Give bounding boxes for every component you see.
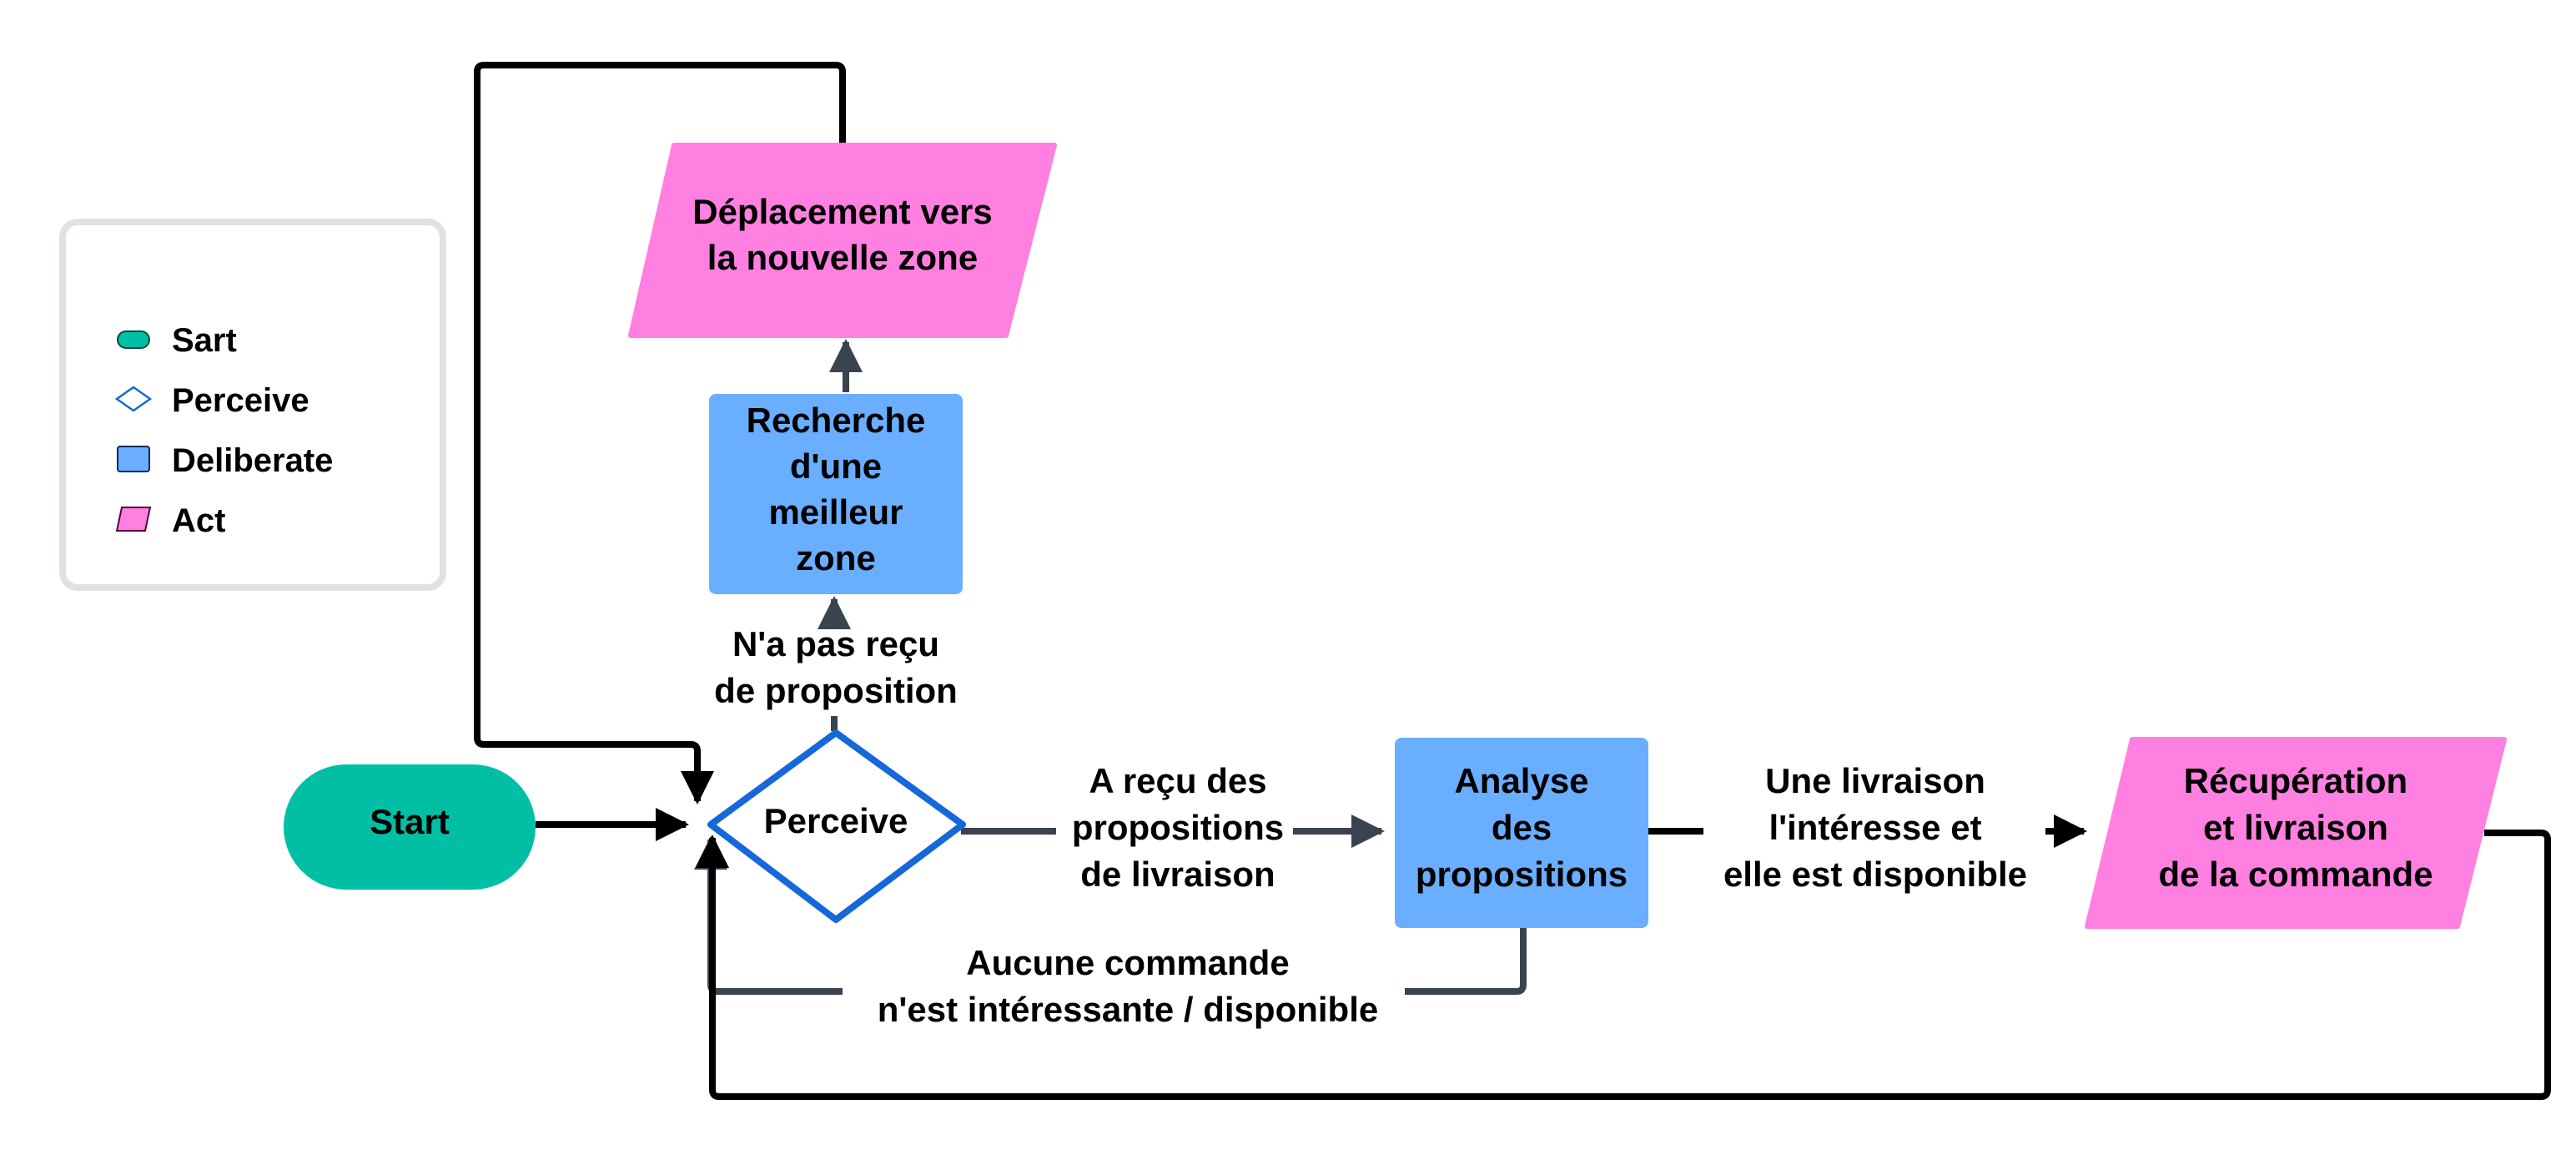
legend-item-start: Sart <box>117 322 237 359</box>
recuperation-io <box>2085 737 2507 929</box>
node-recherche-line-2: d'une <box>790 446 882 486</box>
deplacement-io <box>628 143 1057 338</box>
edge-deplacement-to-perceive <box>474 62 846 804</box>
node-recherche-line-1: Recherche <box>747 401 926 440</box>
edge-label-interesting-line-1: Une livraison <box>1765 761 1985 800</box>
edge-label-none-available: Aucune commande n'est intéressante / dis… <box>878 943 1378 1029</box>
legend-box <box>59 219 446 591</box>
perceive-diamond <box>707 729 966 923</box>
legend-item-deliberate: Deliberate <box>117 442 333 479</box>
node-analyse[interactable]: Analyse des propositions <box>1395 738 1648 928</box>
edge-label-got-proposals-line-1: A reçu des <box>1089 761 1266 800</box>
node-analyse-line-3: propositions <box>1416 855 1628 894</box>
edge-label-none-available-line-1: Aucune commande <box>966 943 1289 982</box>
node-recuperation-line-1: Récupération <box>2184 761 2407 800</box>
node-analyse-line-1: Analyse <box>1454 761 1588 800</box>
recherche-process <box>709 394 963 594</box>
edge-label-no-proposal: N'a pas reçu de proposition <box>714 624 958 710</box>
legend-item-perceive: Perceive <box>114 382 309 419</box>
node-recuperation[interactable]: Récupération et livraison de la commande <box>2085 737 2507 929</box>
edge-recuperation-to-perceive <box>696 830 2551 1100</box>
node-recuperation-line-2: et livraison <box>2203 808 2388 847</box>
legend-diamond-icon <box>114 386 153 412</box>
connectors <box>474 62 2551 1100</box>
edge-label-got-proposals-line-3: de livraison <box>1080 855 1275 894</box>
legend-item-act: Act <box>115 502 225 539</box>
edge-label-no-proposal-line-1: N'a pas reçu <box>732 624 939 663</box>
legend-label-start: Sart <box>172 322 237 359</box>
legend: Sart Perceive Deliberate Act <box>59 219 446 591</box>
node-start[interactable]: Start <box>284 764 536 890</box>
legend-parallelogram-icon <box>115 507 152 532</box>
node-perceive-label: Perceive <box>764 801 908 840</box>
legend-label-act: Act <box>172 502 225 539</box>
legend-pill-icon <box>117 330 150 349</box>
node-recuperation-line-3: de la commande <box>2158 855 2433 894</box>
node-recherche-line-4: zone <box>796 538 876 578</box>
analyse-process <box>1395 738 1648 928</box>
legend-label-perceive: Perceive <box>172 382 309 419</box>
node-analyse-line-2: des <box>1492 808 1552 847</box>
node-recherche-line-3: meilleur <box>768 492 903 532</box>
node-perceive[interactable]: Perceive <box>707 729 966 923</box>
edge-label-interesting: Une livraison l'intéresse et elle est di… <box>1723 761 2027 894</box>
edge-label-no-proposal-line-2: de proposition <box>714 671 958 710</box>
edge-label-interesting-line-3: elle est disponible <box>1723 855 2027 894</box>
edge-label-got-proposals-line-2: propositions <box>1072 808 1284 847</box>
start-terminator <box>284 764 536 890</box>
node-recherche[interactable]: Recherche d'une meilleur zone <box>709 394 963 594</box>
node-deplacement[interactable]: Déplacement vers la nouvelle zone <box>628 143 1057 338</box>
edge-label-none-available-line-2: n'est intéressante / disponible <box>878 990 1378 1029</box>
edge-label-interesting-line-2: l'intéresse et <box>1768 808 1981 847</box>
node-deplacement-line-2: la nouvelle zone <box>707 238 978 277</box>
node-start-label: Start <box>370 802 450 841</box>
edge-label-got-proposals: A reçu des propositions de livraison <box>1072 761 1284 894</box>
legend-rect-icon <box>117 446 150 472</box>
legend-label-deliberate: Deliberate <box>172 442 333 479</box>
node-deplacement-line-1: Déplacement vers <box>692 192 993 231</box>
